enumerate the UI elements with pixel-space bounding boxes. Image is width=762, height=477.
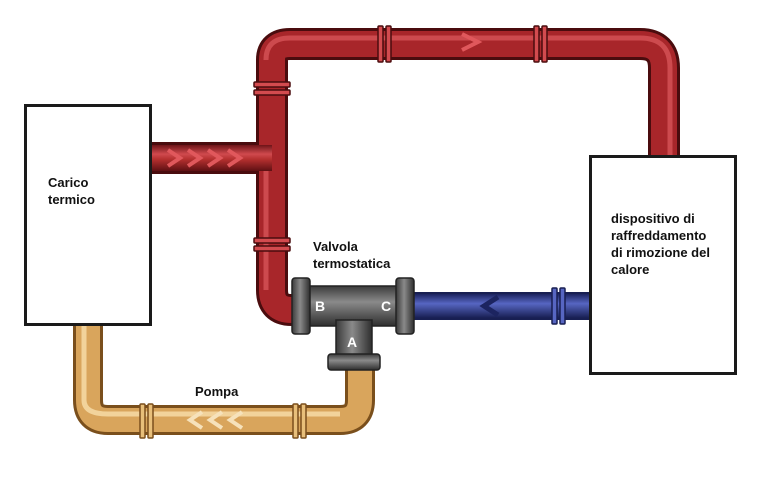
thermal-load-label: Carico termico <box>48 175 95 207</box>
valve-port-b: B <box>315 298 326 314</box>
hot-pipe-from-load <box>150 145 272 171</box>
flow-arrow-icon <box>479 294 500 318</box>
heat-removal-device-label: dispositivo di raffreddamento di rimozio… <box>611 211 710 277</box>
pump-return-pipe <box>73 322 375 435</box>
pipe-coupling-icon <box>139 403 307 439</box>
pipe-coupling-icon <box>551 287 566 325</box>
pump-label: Pompa <box>195 384 239 399</box>
flow-arrow-icon <box>186 410 244 430</box>
valve-port-c: C <box>381 298 392 314</box>
flow-arrow-icon <box>166 32 483 168</box>
thermostatic-valve <box>291 277 415 371</box>
heat-removal-device-box <box>589 155 737 375</box>
valve-port-a: A <box>347 334 358 350</box>
pipe-coupling-icon <box>253 25 548 252</box>
valve-label: Valvola termostatica <box>313 239 391 271</box>
thermal-load-box <box>24 104 152 326</box>
